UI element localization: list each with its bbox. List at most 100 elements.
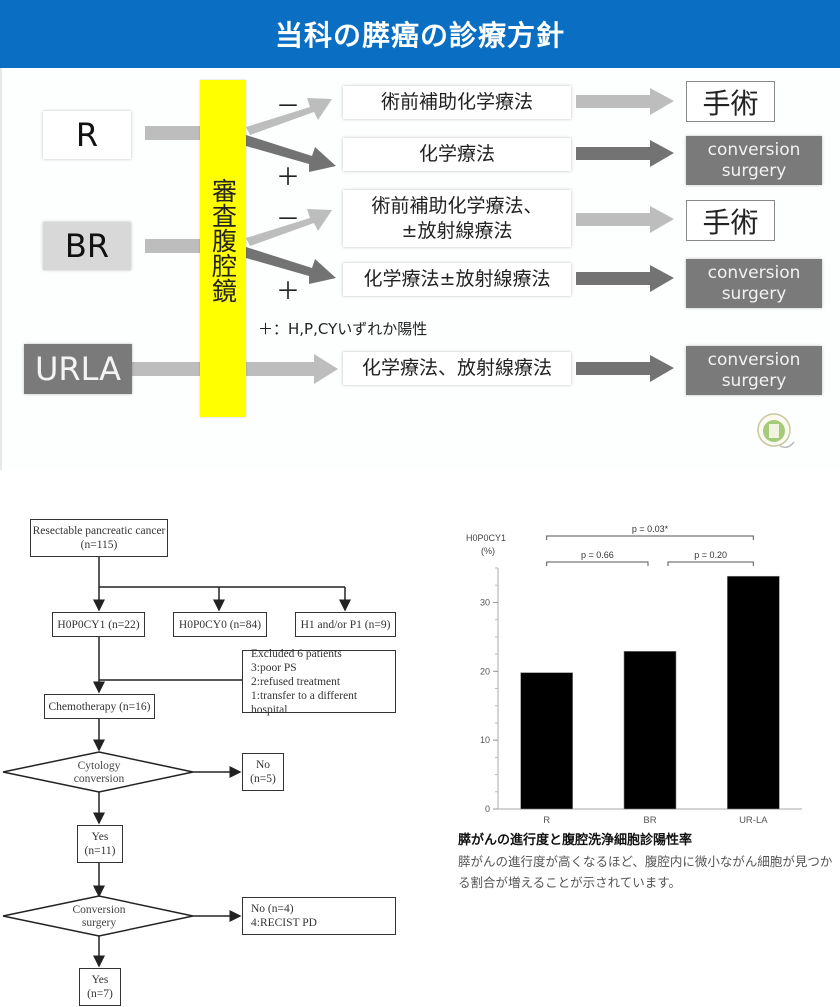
- no-count: (n=5): [250, 773, 276, 785]
- treatment-policy-slide: 当科の膵癌の診療方針 R BR URLA 審査腹腔鏡 － ＋ － ＋: [0, 0, 840, 470]
- t5-shaft: [576, 362, 650, 375]
- root-title: Resectable pancreatic cancer: [32, 525, 166, 537]
- treatment-box: 化学療法: [343, 138, 571, 171]
- p-value-label: p = 0.03*: [632, 524, 669, 534]
- decision-line: Cytology: [77, 760, 121, 772]
- conversion-surgery-box: conversion surgery: [686, 136, 822, 185]
- decision-conversion-text: Conversion surgery: [49, 904, 149, 930]
- excluded-reason: 1:transfer to a different hospital: [251, 689, 358, 716]
- no-label: No (n=4): [251, 903, 294, 915]
- decision-cytology-text: Cytology conversion: [49, 760, 149, 786]
- bar-ur-la: [727, 575, 780, 810]
- r-connector: [145, 126, 201, 140]
- r-minus-arrow: [246, 98, 332, 135]
- decision1-yes-box: Yes (n=11): [77, 825, 123, 863]
- significance-bracket: [667, 561, 754, 566]
- decision2-yes-box: Yes (n=7): [79, 968, 121, 1006]
- excluded-box: Excluded 6 patients 3:poor PS 2:refused …: [242, 647, 396, 716]
- br-minus-arrow: [246, 209, 332, 246]
- yes-label: Yes: [91, 831, 109, 843]
- staging-laparoscopy-label: 審査腹腔鏡: [208, 178, 238, 303]
- bar-r: [520, 672, 573, 810]
- plus-legend: ＋：H,P,CYいずれか陽性: [258, 320, 428, 338]
- br-plus-sign: ＋: [276, 277, 300, 305]
- flowchart-lines: [2, 557, 351, 968]
- t1-shaft: [576, 95, 650, 108]
- branch-box-h0p0cy0: H0P0CY0 (n=84): [173, 612, 267, 637]
- root-count: (n=115): [80, 539, 118, 551]
- treatment-text: 術前補助化学療法、: [371, 194, 543, 217]
- t3-head: [650, 206, 674, 233]
- r-minus-sign: －: [276, 92, 300, 120]
- x-tick-label: BR: [643, 815, 656, 826]
- chart-caption-body: 膵がんの進行度が高くなるほど、腹腔内に微小ながん細胞が見つかる割合が増えることが…: [458, 854, 833, 890]
- t3-shaft: [576, 213, 650, 226]
- p-value-label: p = 0.20: [694, 550, 727, 560]
- branch-box-h0p0cy1: H0P0CY1 (n=22): [52, 612, 145, 637]
- decision-cytology-conversion: [2, 751, 194, 793]
- conversion-surgery-box: conversion surgery: [686, 259, 822, 308]
- stage-br-box: BR: [43, 222, 131, 270]
- r-plus-sign: ＋: [276, 163, 300, 191]
- x-tick-label: UR-LA: [739, 815, 768, 826]
- significance-bracket: [546, 535, 754, 540]
- treatment-box: 化学療法、放射線療法: [343, 352, 571, 385]
- x-tick-label: R: [543, 815, 550, 826]
- treatment-box: 化学療法±放射線療法: [343, 263, 571, 296]
- treatment-box: 術前補助化学療法: [343, 86, 571, 119]
- r-plus-arrow: [246, 135, 336, 172]
- patient-flowchart: Resectable pancreatic cancer (n=115) H0P…: [0, 500, 420, 1007]
- yes-count: (n=7): [87, 988, 113, 1000]
- stage-r-box: R: [43, 111, 131, 159]
- t4-shaft: [576, 272, 650, 285]
- treatment-text: ±放射線療法: [401, 219, 513, 242]
- conversion-line: conversion: [707, 139, 801, 160]
- br-connector: [145, 239, 201, 253]
- treatment-text: 術前補助化学療法: [380, 91, 533, 113]
- br-plus-arrow: [246, 247, 336, 284]
- y-tick-label: 0: [485, 804, 490, 814]
- bar-br: [623, 651, 677, 810]
- urla-pass-arrow-head: [314, 354, 338, 384]
- treatment-text: 化学療法、放射線療法: [361, 357, 552, 379]
- no-label: No: [255, 759, 271, 771]
- decision-line: conversion: [73, 773, 125, 785]
- y-tick-label: 10: [480, 735, 490, 745]
- treatment-box: 術前補助化学療法、 ±放射線療法: [343, 190, 571, 247]
- t2-shaft: [576, 147, 650, 160]
- surgery-line: surgery: [721, 370, 787, 391]
- y-axis-unit: (%): [481, 546, 495, 556]
- yes-label: Yes: [91, 974, 109, 986]
- conversion-line: conversion: [707, 349, 801, 370]
- t4-head: [650, 265, 674, 292]
- hospital-emblem-icon: [757, 413, 795, 449]
- p-value-label: p = 0.66: [581, 550, 614, 560]
- surgery-line: surgery: [721, 283, 787, 304]
- urla-pass-arrow-shaft: [246, 362, 314, 376]
- br-minus-sign: －: [276, 205, 300, 233]
- surgery-line: surgery: [721, 160, 787, 181]
- decision1-no-box: No (n=5): [242, 753, 284, 791]
- excluded-reason: 3:poor PS: [251, 661, 297, 674]
- t5-head: [650, 355, 674, 382]
- staging-laparoscopy-pillar: 審査腹腔鏡: [200, 80, 246, 417]
- surgery-box: 手術: [686, 81, 775, 122]
- root-box: Resectable pancreatic cancer (n=115): [30, 519, 168, 557]
- conversion-surgery-box: conversion surgery: [686, 346, 822, 395]
- yes-count: (n=11): [84, 845, 116, 857]
- decision-conversion-surgery: [2, 895, 194, 937]
- branch-box-h1p1: H1 and/or P1 (n=9): [295, 612, 396, 637]
- decision2-no-box: No (n=4) 4:RECIST PD: [242, 897, 396, 935]
- stage-urla-box: URLA: [24, 344, 132, 394]
- excluded-title: Excluded 6 patients: [251, 647, 342, 660]
- treatment-text: 化学療法: [418, 143, 495, 165]
- surgery-box: 手術: [686, 200, 775, 241]
- treatment-text: 化学療法±放射線療法: [363, 268, 551, 290]
- y-tick-label: 20: [480, 666, 490, 676]
- t2-head: [650, 140, 674, 167]
- chart-caption-title: 膵がんの進行度と腹腔洗浄細胞診陽性率: [458, 833, 693, 848]
- significance-bracket: [546, 561, 649, 566]
- decision-line: surgery: [81, 917, 117, 929]
- decision-line: Conversion: [72, 904, 126, 916]
